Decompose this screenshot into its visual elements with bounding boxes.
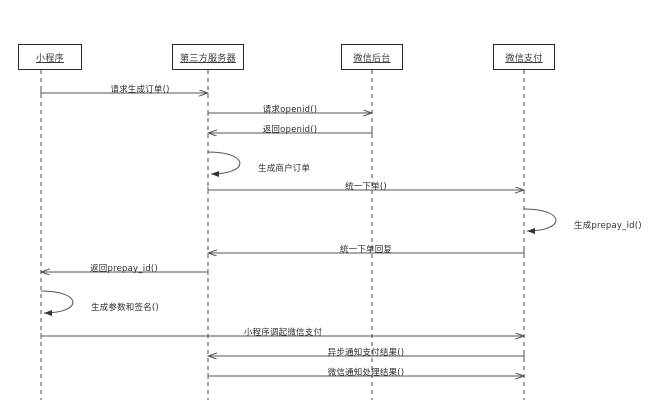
message-label-m11: 异步通知支付结果() (327, 348, 405, 358)
message-m12[interactable] (207, 373, 524, 379)
participant-label: 第三方服务器 (180, 53, 236, 64)
message-label-m12: 微信通知处理结果() (327, 368, 405, 378)
message-label-m5: 统一下单() (345, 182, 387, 192)
message-label-m10: 小程序调起微信支付 (243, 328, 323, 338)
message-m10[interactable] (40, 333, 524, 339)
participant-label: 微信后台 (353, 53, 391, 64)
message-label-m2: 请求openid() (262, 105, 318, 115)
message-m7[interactable] (208, 250, 525, 256)
message-label-m1: 请求生成订单() (110, 85, 170, 95)
message-label-m6: 生成prepay_id() (574, 221, 642, 231)
message-m11[interactable] (208, 353, 525, 359)
message-label-m8: 返回prepay_id() (90, 264, 158, 274)
message-m9[interactable] (40, 290, 74, 316)
message-m4[interactable] (207, 151, 241, 177)
message-m5[interactable] (207, 187, 524, 193)
message-label-m4: 生成商户订单 (258, 164, 311, 174)
participant-box-wxpay[interactable]: 微信支付 (493, 44, 555, 70)
participant-box-wxbackend[interactable]: 微信后台 (341, 44, 403, 70)
message-m2[interactable] (207, 110, 372, 116)
participant-box-thirdparty[interactable]: 第三方服务器 (172, 44, 244, 70)
message-label-m9: 生成参数和签名() (91, 303, 159, 313)
self-message-arrow (40, 290, 74, 316)
message-label-m3: 返回openid() (262, 125, 318, 135)
message-m6[interactable] (523, 208, 557, 234)
self-message-arrow (523, 208, 557, 234)
participant-label: 微信支付 (505, 53, 543, 64)
self-message-arrow (207, 151, 241, 177)
message-m1[interactable] (40, 90, 208, 96)
participant-label: 小程序 (36, 53, 64, 64)
message-m8[interactable] (41, 269, 209, 275)
message-label-m7: 统一下单回复 (339, 245, 393, 255)
participant-box-miniprogram[interactable]: 小程序 (18, 44, 82, 70)
message-m3[interactable] (208, 130, 373, 136)
lifelines-group (40, 70, 525, 400)
messages-group (40, 90, 557, 379)
